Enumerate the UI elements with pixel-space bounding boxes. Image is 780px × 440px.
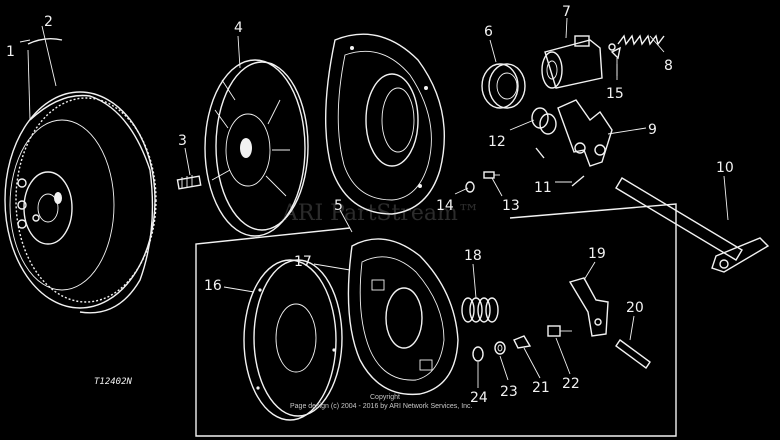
part-label-18[interactable]: 18 [464,248,482,264]
part-label-4[interactable]: 4 [234,20,243,36]
part-label-9[interactable]: 9 [648,122,657,138]
pin-15-drawing [610,46,621,76]
part-label-10[interactable]: 10 [716,160,734,176]
part-label-17[interactable]: 17 [294,254,312,270]
bushing-12-drawing [531,107,557,135]
part-label-19[interactable]: 19 [588,246,606,262]
pin-20-drawing [615,339,651,369]
part-label-6[interactable]: 6 [484,24,493,40]
part-label-21[interactable]: 21 [532,380,550,396]
copyright-line-1: Copyright [370,394,400,401]
part-labels: 1 2 3 4 5 6 7 8 9 10 11 12 13 14 15 16 1… [6,4,734,406]
nut-23-drawing [494,341,506,355]
part-label-22[interactable]: 22 [562,376,580,392]
flywheel-drawing [4,37,157,314]
screw-3-drawing [176,175,202,190]
part-label-16[interactable]: 16 [204,278,222,294]
pressure-plate-17-drawing [347,238,459,396]
part-label-7[interactable]: 7 [562,4,571,20]
figure-code: T12402N [94,377,133,387]
release-bearing-7-drawing [541,35,603,89]
part-label-12[interactable]: 12 [488,134,506,150]
clip-21-drawing [513,335,532,349]
part-label-8[interactable]: 8 [664,58,673,74]
part-label-13[interactable]: 13 [502,198,520,214]
release-fork-9-drawing [557,99,613,167]
washer-24-drawing [472,346,484,362]
shaft-10-drawing [615,177,770,273]
part-label-20[interactable]: 20 [626,300,644,316]
part-label-1[interactable]: 1 [6,44,15,60]
part-label-5[interactable]: 5 [334,198,343,214]
facing-16-drawing [243,259,343,421]
part-label-24[interactable]: 24 [470,390,488,406]
watermark-text: ARI PartStream™ [281,201,480,226]
part-label-15[interactable]: 15 [606,86,624,102]
pressure-plate-housing-drawing [325,33,446,215]
spring-18-drawing [461,297,499,323]
lever-19-drawing [568,277,609,337]
leader-lines [27,17,729,388]
part-label-23[interactable]: 23 [500,384,518,400]
spring-8-drawing [608,34,665,51]
seal-6-drawing [481,63,526,109]
inset-box [195,203,677,437]
part-label-14[interactable]: 14 [436,198,454,214]
pins-11-drawing [535,147,585,187]
bolt-22-drawing [547,325,572,337]
bolt-13-drawing [483,171,500,179]
part-label-11[interactable]: 11 [534,180,552,196]
part-label-2[interactable]: 2 [44,14,53,30]
copyright-line-2: Page design (c) 2004 - 2016 by ARI Netwo… [290,403,473,410]
clutch-disc-drawing [204,59,309,237]
nut-14-drawing [465,181,475,193]
part-label-3[interactable]: 3 [178,133,187,149]
